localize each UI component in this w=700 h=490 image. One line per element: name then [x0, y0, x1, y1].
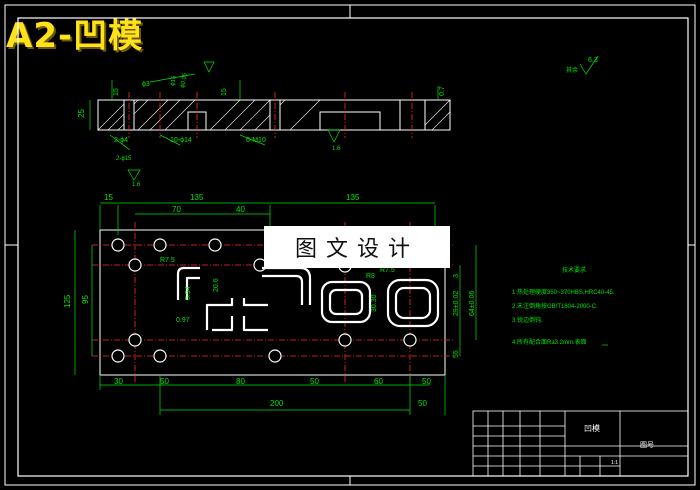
dim-sec-15b: 15	[221, 88, 228, 96]
dim-r8: R8	[366, 273, 375, 280]
section-view	[89, 61, 451, 181]
dim-b-50c: 50	[422, 377, 431, 386]
title-block	[472, 410, 689, 477]
dim-b-30: 30	[114, 377, 123, 386]
drawing-title: A2-凹模	[6, 16, 144, 56]
titleblock-scale: 1:1	[611, 460, 618, 466]
dim-r75a: R7.5	[160, 257, 175, 264]
watermark-text: 图文设计	[294, 237, 419, 262]
roughness-general: 6.3	[588, 57, 598, 64]
dim-b-80: 80	[236, 377, 245, 386]
watermark-box: 图文设计	[264, 226, 450, 268]
dim-sec-phi005: ϕ0.05	[180, 72, 189, 89]
dim-left-95: 95	[81, 295, 90, 304]
titleblock-part: 凹模	[584, 423, 600, 433]
dim-sec-15a: 15	[113, 88, 120, 96]
dim-b-50b: 50	[310, 377, 319, 386]
dim-r-55: 55	[453, 350, 460, 358]
dim-b-50a: 50	[160, 377, 169, 386]
callout-10phi14: 10-ϕ14	[170, 137, 192, 144]
dim-sec-25: 25	[77, 109, 86, 118]
note-1: 1.热处理硬度350~370HBS,HRC40-45.	[512, 288, 615, 296]
dim-r-64: 64±0.06	[469, 291, 476, 316]
dim-b-200: 200	[270, 399, 284, 408]
note-4: 4.所有配合面Ra3.2mm.表面	[512, 338, 587, 346]
dim-097: 0.97	[176, 317, 190, 324]
callout-2phi15: 2-ϕ15	[116, 156, 132, 162]
dim-r75b: R7.5	[380, 267, 395, 274]
plan-view	[74, 202, 477, 415]
dim-b-50d: 50	[418, 399, 427, 408]
roughness-b: 1.6	[132, 182, 141, 188]
dim-top-135a: 135	[190, 193, 204, 202]
inner-frame	[17, 17, 689, 477]
dim-top-135b: 135	[346, 193, 360, 202]
dim-sec-phi15: ϕ15	[170, 75, 178, 87]
dim-r-29: 29±0.02	[453, 291, 460, 316]
dim-sec-07: 0.7	[439, 86, 446, 96]
dim-sec-phi3: ϕ3	[142, 81, 150, 88]
roughness-other: 其余	[566, 66, 578, 74]
dim-r-3: 3	[453, 274, 460, 278]
dim-left-125: 125	[63, 294, 72, 308]
dim-b-60: 60	[374, 377, 383, 386]
note-3: 3.锐边倒钝.	[512, 316, 543, 324]
notes-heading: 技术要求	[562, 266, 586, 274]
dim-206: 20.6	[213, 278, 220, 292]
dim-top-40: 40	[236, 205, 245, 214]
note-2: 2.未注倒角按GB/T1804-2000-C.	[512, 302, 598, 310]
dim-top-15: 15	[104, 193, 113, 202]
dim-top-70: 70	[172, 205, 181, 214]
dim-594: 5.94	[185, 286, 192, 300]
callout-2phi4: 2-ϕ4	[114, 137, 128, 144]
titleblock-drawing-no: 图号	[640, 441, 654, 449]
callout-6m10: 6-M10	[246, 137, 266, 144]
dim-3030: 30.30	[371, 294, 378, 312]
roughness-a: 1.6	[332, 146, 341, 152]
